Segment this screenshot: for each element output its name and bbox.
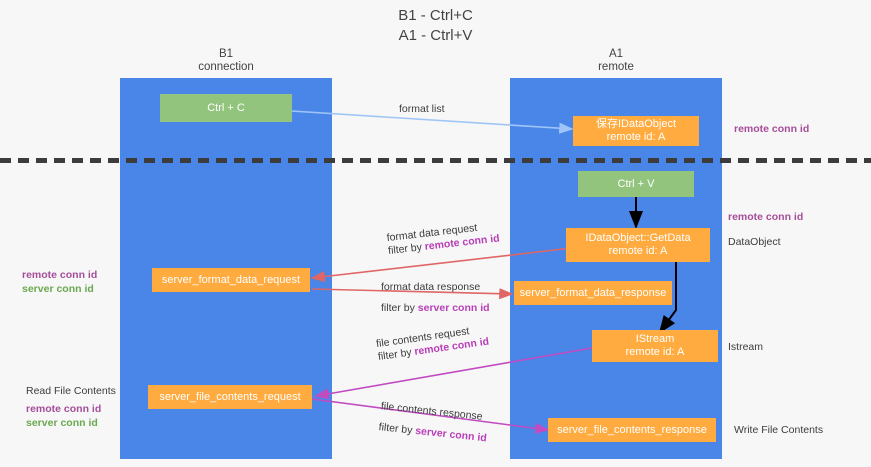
box-server-file-contents-response[interactable]: server_file_contents_response — [548, 418, 716, 442]
side-label-left-remote-conn-id-bottom: remote conn id — [26, 403, 102, 415]
side-label-write-file-contents: Write File Contents — [734, 424, 824, 436]
box-istream-line2: remote id: A — [625, 346, 685, 358]
box-ctrl-v[interactable]: Ctrl + V — [578, 171, 694, 197]
side-label-dataobject: DataObject — [728, 236, 781, 248]
box-ctrl-c[interactable]: Ctrl + C — [160, 94, 292, 122]
diagram-title-line-2: A1 - Ctrl+V — [398, 27, 473, 44]
diagram-title: B1 - Ctrl+C A1 - Ctrl+V — [0, 6, 871, 46]
box-save-idataobject-line2: remote id: A — [606, 131, 666, 143]
edge-label-format-data-response: format data response filter by server co… — [381, 281, 490, 315]
box-server-file-contents-request[interactable]: server_file_contents_request — [148, 385, 312, 409]
edge-label-format-data-response-filter-prefix: filter by — [381, 302, 418, 314]
edge-label-file-contents-response: file contents response filter by server … — [378, 400, 490, 445]
edge-label-file-contents-response-filter-prefix: filter by — [378, 421, 416, 437]
edge-label-file-contents-response-filter-key: server conn id — [414, 424, 488, 445]
box-ctrl-c-label: Ctrl + C — [207, 101, 245, 114]
side-label-left-server-conn-id-bottom: server conn id — [26, 417, 98, 429]
box-server-file-contents-request-label: server_file_contents_request — [159, 390, 301, 403]
box-server-format-data-response-label: server_format_data_response — [519, 286, 667, 299]
side-label-read-file-contents: Read File Contents — [26, 385, 116, 397]
edge-label-format-data-response-line1: format data response — [381, 281, 481, 293]
side-label-left-server-conn-id-mid: server conn id — [22, 283, 94, 295]
lane-header-a1-line1: A1 — [608, 48, 624, 60]
diagram-title-line-1: B1 - Ctrl+C — [398, 7, 473, 24]
box-server-file-contents-response-label: server_file_contents_response — [557, 423, 707, 436]
edge-label-format-data-response-line2: filter by server conn id — [381, 302, 490, 315]
box-save-idataobject[interactable]: 保存IDataObject remote id: A — [573, 116, 699, 146]
box-server-format-data-response[interactable]: server_format_data_response — [514, 281, 672, 305]
edge-label-file-contents-response-line2: filter by server conn id — [378, 421, 487, 445]
edge-label-file-contents-response-line1: file contents response — [380, 400, 484, 423]
box-idataobject-getdata[interactable]: IDataObject::GetData remote id: A — [566, 228, 710, 262]
side-label-remote-conn-id-top: remote conn id — [734, 123, 810, 135]
box-istream-line1: IStream — [635, 333, 675, 345]
lane-header-b1-line2: connection — [198, 61, 254, 73]
box-istream[interactable]: IStream remote id: A — [592, 330, 718, 362]
lane-header-b1-line1: B1 — [218, 48, 234, 60]
edge-label-format-data-response-filter-key: server conn id — [417, 302, 490, 314]
phase-divider-dashed-line — [0, 158, 871, 163]
side-label-istream: Istream — [728, 341, 764, 353]
box-ctrl-v-label: Ctrl + V — [617, 177, 655, 190]
edge-label-file-contents-request: file contents request filter by remote c… — [375, 323, 490, 364]
edge-label-format-data-request-filter-prefix: filter by — [387, 240, 426, 258]
box-server-format-data-request[interactable]: server_format_data_request — [152, 268, 310, 292]
box-server-format-data-request-label: server_format_data_request — [161, 273, 301, 286]
box-idataobject-getdata-line2: remote id: A — [608, 245, 668, 257]
edge-label-format-data-request: format data request filter by remote con… — [386, 219, 500, 258]
lane-header-b1: B1 connection — [120, 48, 332, 74]
lane-header-a1-line2: remote — [598, 61, 634, 73]
lane-header-a1: A1 remote — [510, 48, 722, 74]
box-idataobject-getdata-line1: IDataObject::GetData — [585, 232, 691, 244]
box-save-idataobject-line1: 保存IDataObject — [595, 118, 677, 130]
side-label-left-remote-conn-id-mid: remote conn id — [22, 269, 98, 281]
side-label-remote-conn-id-mid: remote conn id — [728, 211, 804, 223]
edge-label-format-list: format list — [399, 103, 445, 115]
